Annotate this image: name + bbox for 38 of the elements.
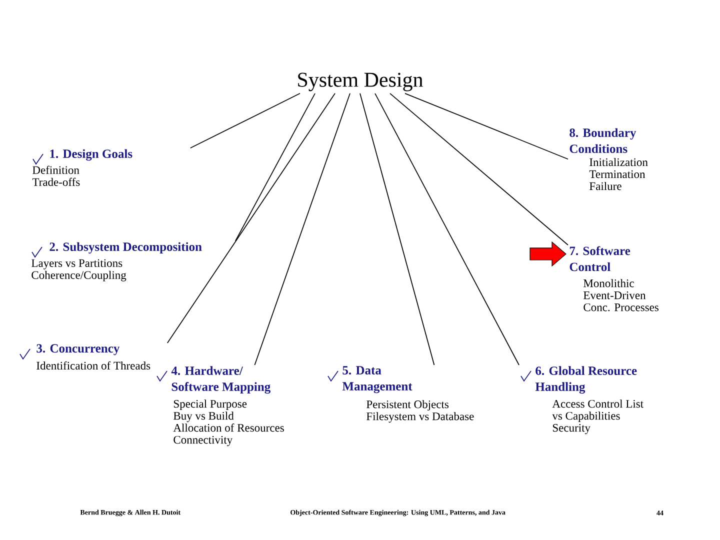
list-item: Allocation of Resources [173, 424, 284, 432]
heading: 6. Global Resource Handling [535, 366, 637, 394]
list-item: Definition [32, 166, 80, 174]
list-item: Initialization [590, 158, 648, 166]
connector-line [234, 92, 316, 242]
list-item: Coherence/Coupling [32, 270, 126, 282]
list-item: Persistent Objects [366, 400, 449, 411]
connector-line [374, 92, 520, 366]
heading: 2. Subsystem Decomposition [50, 242, 202, 254]
list-item: Event-Driven [584, 291, 646, 300]
list-item: Monolithic [584, 279, 634, 288]
heading: 1. Design Goals [50, 149, 132, 161]
list-item: Termination [589, 170, 646, 178]
list-item: Identification of Threads [36, 361, 150, 370]
list-item: Security [552, 424, 590, 434]
heading: 3. Concurrency [36, 344, 120, 356]
connector-line [254, 92, 350, 366]
heading: 4. Hardware/ Software Mapping [171, 366, 270, 394]
title: System Design [298, 72, 423, 92]
list-item: Failure [590, 182, 622, 190]
list-item: Trade-offs [32, 178, 80, 186]
list-item: Special Purpose [174, 400, 247, 410]
list-item: vs Capabilities [552, 412, 620, 422]
list-item: Layers vs Partitions [32, 259, 122, 270]
connector-line [190, 92, 300, 148]
connector-line [390, 92, 568, 246]
list-item: Conc. Processes [584, 303, 658, 312]
list-item: Access Control List [552, 400, 644, 408]
connector-line [360, 92, 435, 366]
block-arrow [530, 241, 566, 267]
list-item: Connectivity [174, 436, 233, 446]
heading: 7. Software Control [570, 246, 630, 272]
heading: 5. Data Management [342, 366, 412, 394]
list-item: Buy vs Build [174, 412, 234, 422]
heading: 8. Boundary Conditions [570, 128, 636, 153]
list-item: Filesystem vs Database [366, 412, 474, 423]
connector-line [166, 92, 336, 344]
connector-line [404, 92, 568, 160]
